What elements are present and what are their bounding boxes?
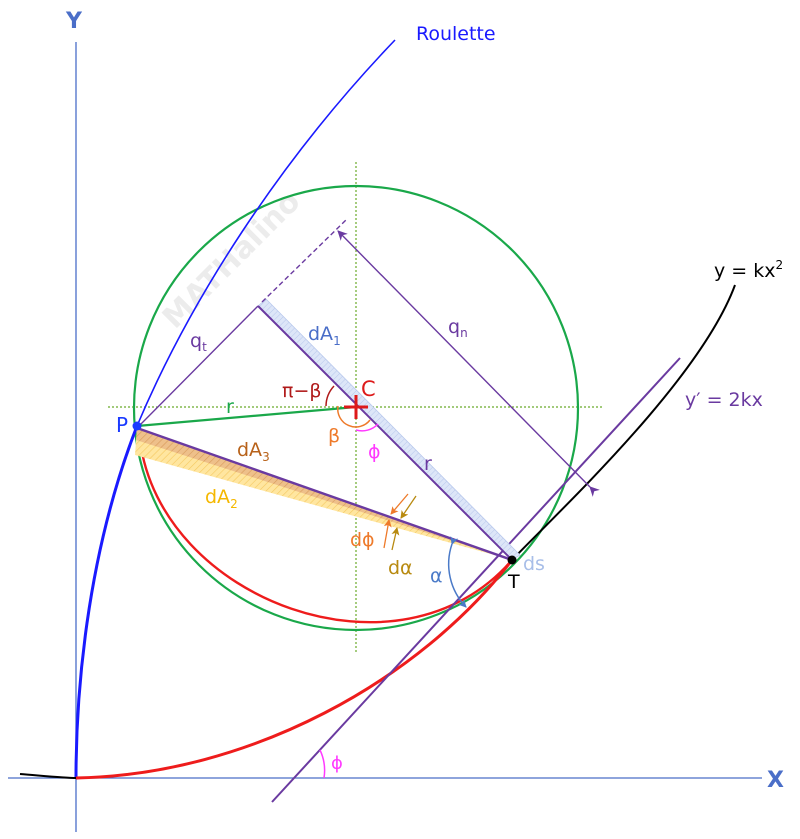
label-phi-axis: ϕ [331, 753, 343, 774]
label-P: P [116, 413, 128, 437]
label-phi-center: ϕ [368, 441, 381, 463]
qn-dimension-arrow [337, 230, 600, 497]
alpha-arc [447, 536, 467, 608]
tangent-label: y′ = 2kx [685, 389, 763, 411]
tangent-line [271, 357, 681, 803]
label-T: T [507, 571, 520, 593]
phi-arc-center [355, 423, 379, 432]
label-qn: qn [448, 316, 468, 340]
pi-minus-beta-arc [325, 385, 335, 407]
label-dA2: dA2 [205, 486, 238, 511]
label-qt: qt [190, 330, 207, 354]
beta-arc [337, 405, 371, 428]
x-axis-label: X [767, 768, 784, 793]
red-parabola-segment [75, 559, 514, 780]
roulette-label: Roulette [416, 23, 496, 45]
dalpha-arrow-bottom [391, 527, 400, 551]
watermark: MATHalino [156, 184, 307, 335]
chord-PT [136, 426, 513, 562]
label-ds: ds [523, 553, 545, 575]
label-beta: β [328, 425, 340, 447]
qt-line [136, 305, 259, 429]
dphi-arrow-top [390, 493, 409, 515]
label-dphi: dϕ [350, 529, 375, 551]
label-C: C [361, 377, 376, 401]
y-axis-label: Y [65, 9, 83, 34]
roulette-curve [75, 39, 396, 779]
dphi-arrow-bottom [383, 519, 392, 549]
roulette-curve-bold [74, 425, 139, 779]
dalpha-arrow-top [400, 495, 417, 519]
point-T [507, 555, 517, 565]
label-dA1: dA1 [308, 323, 341, 348]
label-r-purple: r [424, 453, 432, 475]
parabola-curve [511, 284, 736, 561]
label-r-green: r [226, 396, 234, 418]
label-alpha: α [430, 565, 443, 587]
parabola-left [19, 773, 77, 779]
point-P [132, 421, 142, 431]
label-dalpha: dα [388, 557, 413, 579]
qt-extension-dashed [261, 219, 347, 303]
parabola-label: y = kx2 [714, 258, 783, 282]
label-dA3: dA3 [237, 439, 270, 464]
label-pi-minus-beta: π−β [282, 380, 321, 402]
radius-green [136, 405, 357, 428]
phi-arc-axis [319, 749, 326, 779]
